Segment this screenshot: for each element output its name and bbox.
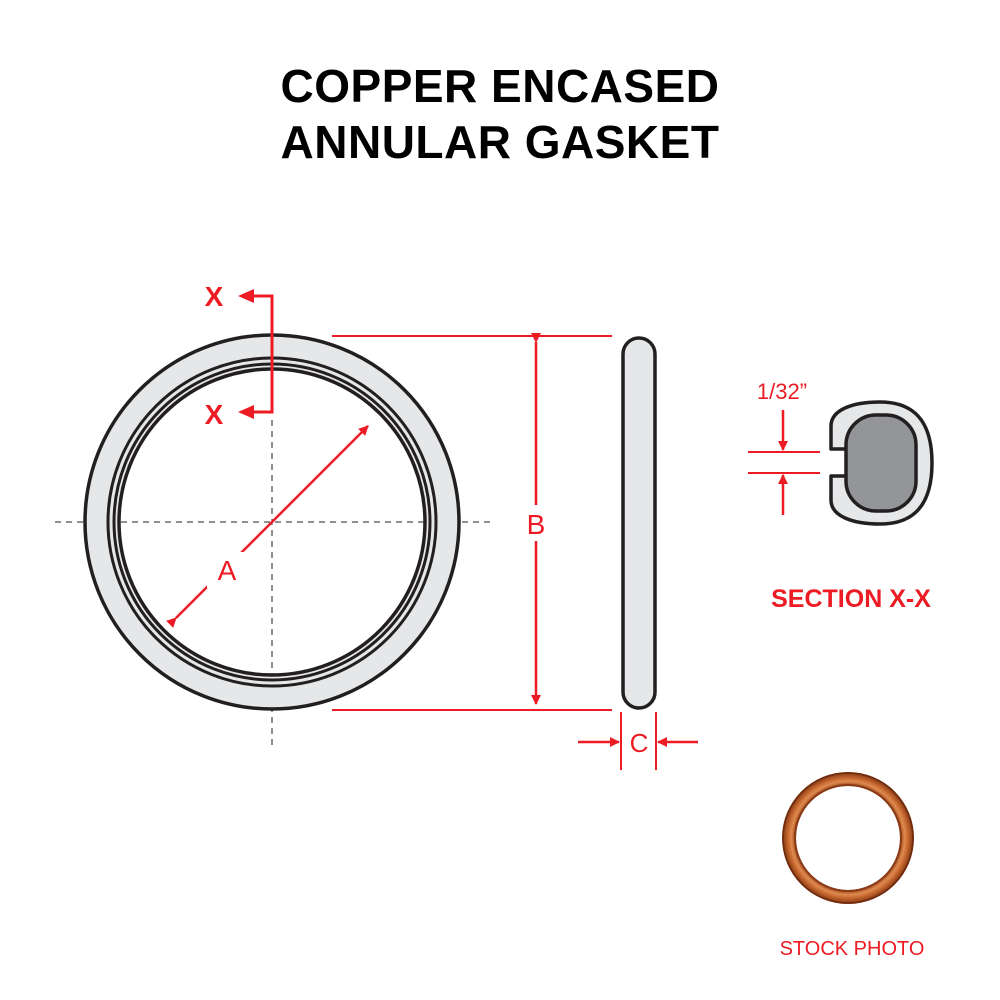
dimension-a-label: A bbox=[218, 555, 237, 586]
section-cut-indicator: X X bbox=[205, 281, 274, 430]
gap-dimension-label: 1/32” bbox=[757, 379, 807, 404]
dimension-b: B bbox=[332, 333, 612, 711]
dimension-c-label: C bbox=[630, 728, 649, 758]
section-arrow-top bbox=[238, 289, 254, 303]
title-line-2: ANNULAR GASKET bbox=[280, 116, 720, 168]
dimension-c: C bbox=[578, 712, 698, 770]
section-mark-top: X bbox=[205, 281, 224, 312]
section-core bbox=[844, 413, 918, 513]
gasket-side-view bbox=[621, 336, 657, 710]
section-title: SECTION X-X bbox=[771, 585, 931, 613]
section-view: 1/32” SECTION X-X bbox=[748, 379, 934, 613]
dimension-a: A bbox=[166, 425, 369, 628]
section-mark-bottom: X bbox=[205, 399, 224, 430]
centerlines bbox=[55, 420, 492, 748]
stock-photo: STOCK PHOTO bbox=[780, 772, 925, 960]
section-arrow-bottom bbox=[238, 405, 254, 419]
stock-photo-label: STOCK PHOTO bbox=[780, 938, 925, 960]
dimension-b-label: B bbox=[527, 509, 546, 540]
side-view-body bbox=[621, 336, 657, 710]
title-line-1: COPPER ENCASED bbox=[280, 60, 720, 112]
section-cut-line bbox=[252, 294, 274, 414]
